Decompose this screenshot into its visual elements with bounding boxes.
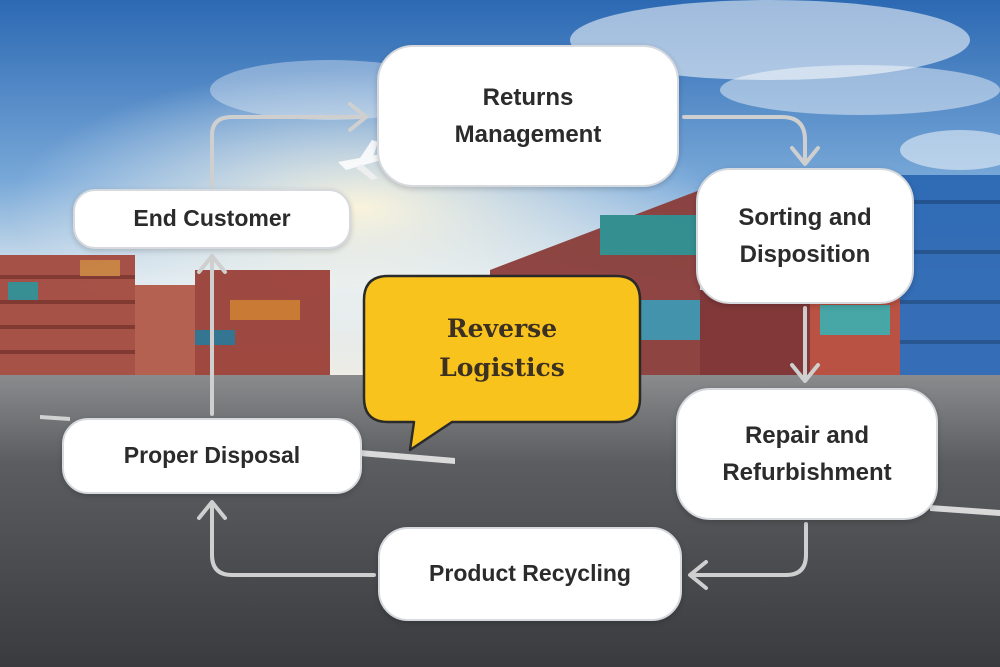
arrow-customer-to-returns bbox=[210, 115, 364, 188]
step-returns-management: Returns Management bbox=[377, 45, 679, 187]
arrow-repair-to-recycling bbox=[690, 522, 808, 577]
left-containers bbox=[0, 255, 330, 375]
step-sorting-disposition: Sorting and Disposition bbox=[696, 168, 914, 304]
step-product-recycling: Product Recycling bbox=[378, 527, 682, 621]
arrow-returns-to-sorting bbox=[682, 115, 807, 164]
center-title: Reverse Logistics bbox=[439, 314, 565, 382]
arrow-recycling-to-disposal bbox=[210, 502, 376, 577]
step-end-customer: End Customer bbox=[73, 189, 351, 249]
step-repair-refurbishment: Repair and Refurbishment bbox=[676, 388, 938, 520]
center-speech-bubble: Reverse Logistics bbox=[362, 274, 642, 454]
speech-bubble-shape bbox=[362, 274, 642, 452]
step-proper-disposal: Proper Disposal bbox=[62, 418, 362, 494]
